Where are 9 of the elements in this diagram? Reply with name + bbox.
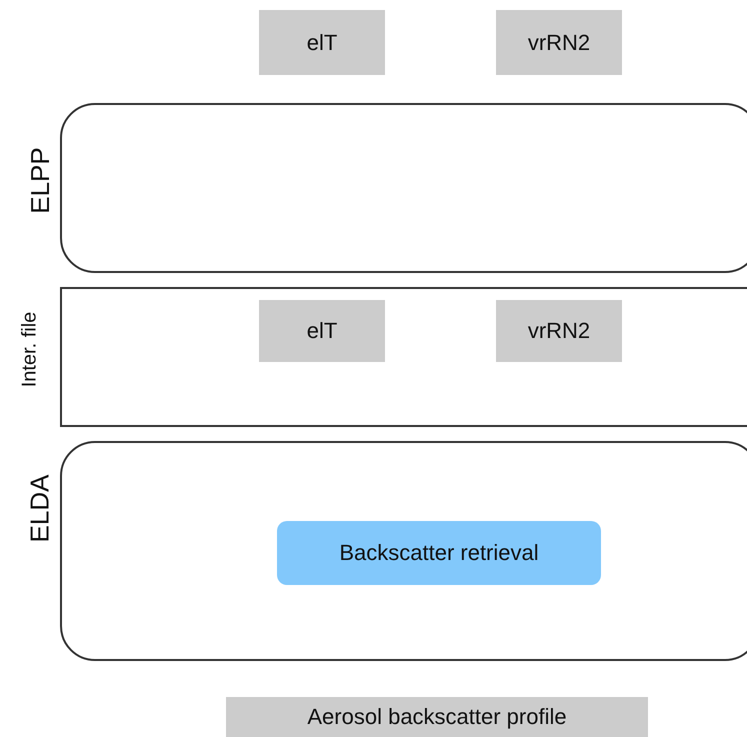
data-box: Aerosol backscatter profile	[226, 697, 648, 737]
data-box: vrRN2	[496, 10, 622, 75]
process-box: Backscatter retrieval	[277, 521, 601, 585]
lane-label: ELPP	[24, 146, 56, 214]
data-box: elT	[259, 300, 385, 362]
lane-label: ELDA	[24, 474, 56, 542]
lane-label: Inter. file	[18, 311, 42, 387]
data-box: elT	[259, 10, 385, 75]
data-box: vrRN2	[496, 300, 622, 362]
